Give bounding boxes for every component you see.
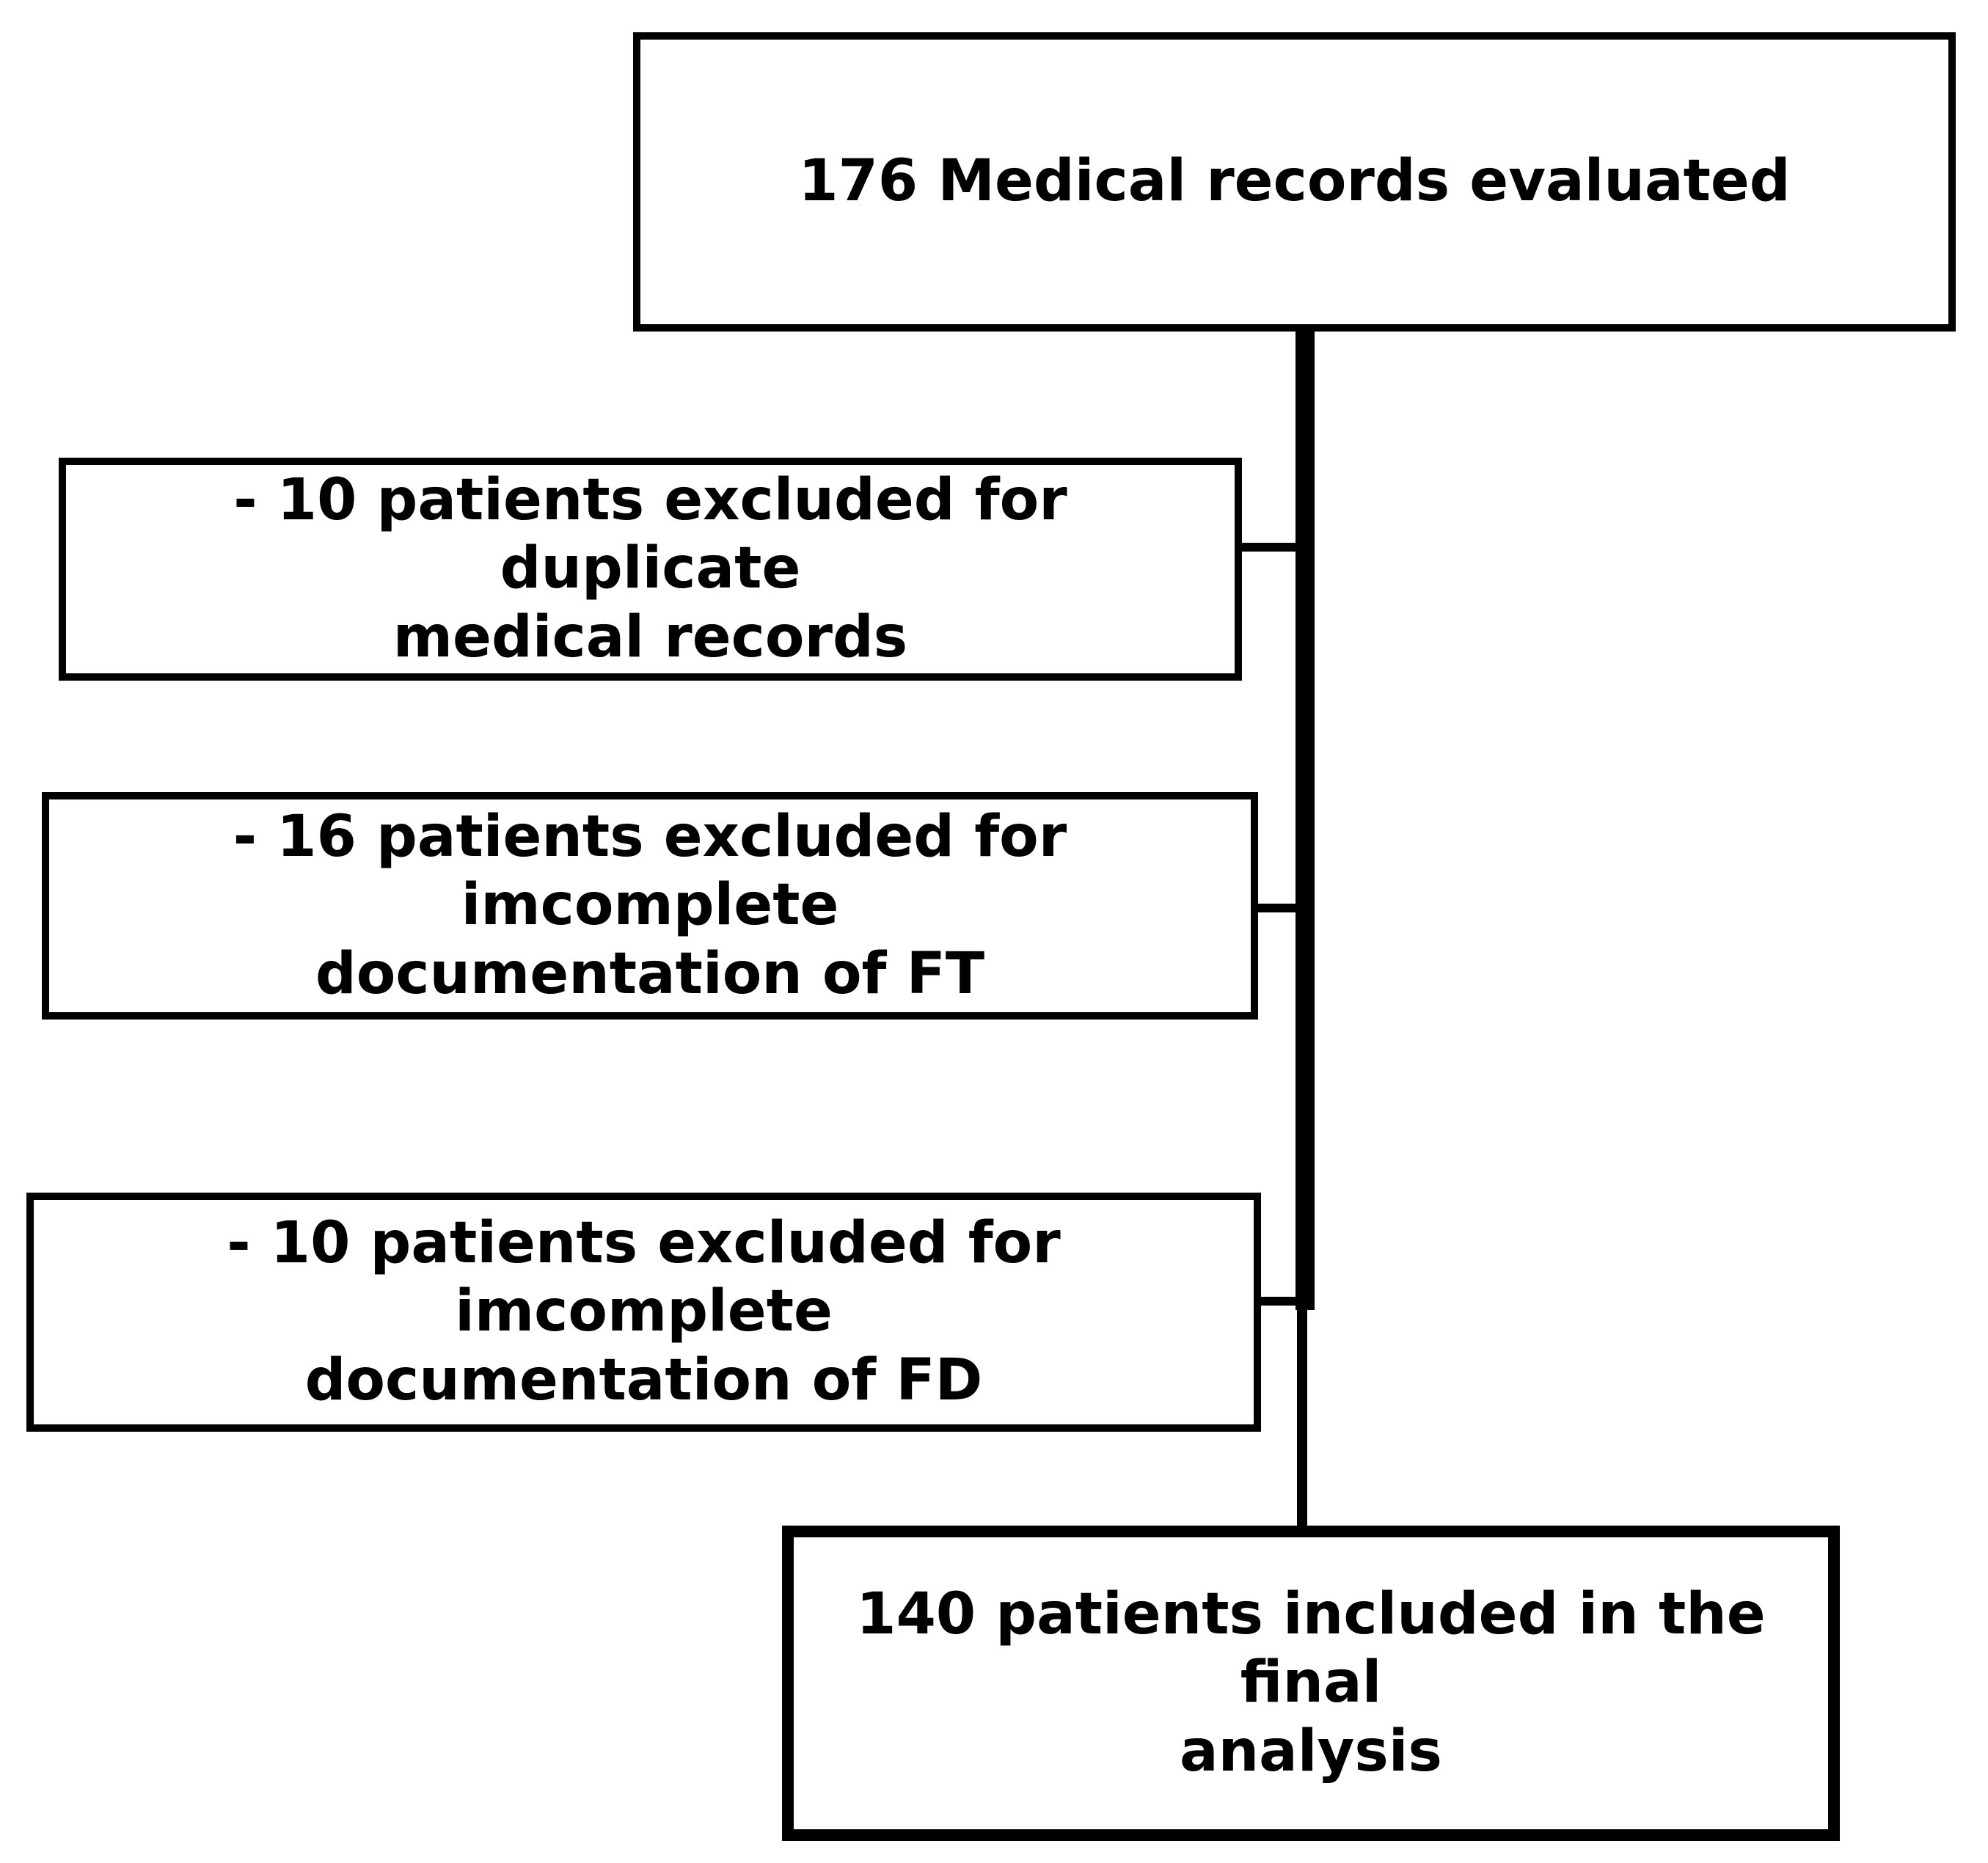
- records-evaluated-box: 176 Medical records evaluated: [633, 32, 1956, 332]
- records-evaluated-text: 176 Medical records evaluated: [798, 148, 1791, 215]
- exclusion-box-fd: - 10 patients excluded for imcomplete do…: [26, 1193, 1261, 1432]
- exclusion-text-fd: - 10 patients excluded for imcomplete do…: [227, 1209, 1061, 1413]
- exclusion-box-duplicate: - 10 patients excluded for duplicate med…: [59, 458, 1242, 681]
- final-analysis-box: 140 patients included in the final analy…: [782, 1526, 1840, 1841]
- exclusion-text-ft: - 16 patients excluded for imcomplete do…: [233, 803, 1067, 1007]
- exclusion-text-duplicate: - 10 patients excluded for duplicate med…: [233, 466, 1067, 670]
- exclusion-box-ft: - 16 patients excluded for imcomplete do…: [42, 792, 1258, 1020]
- final-analysis-text: 140 patients included in the final analy…: [856, 1581, 1766, 1785]
